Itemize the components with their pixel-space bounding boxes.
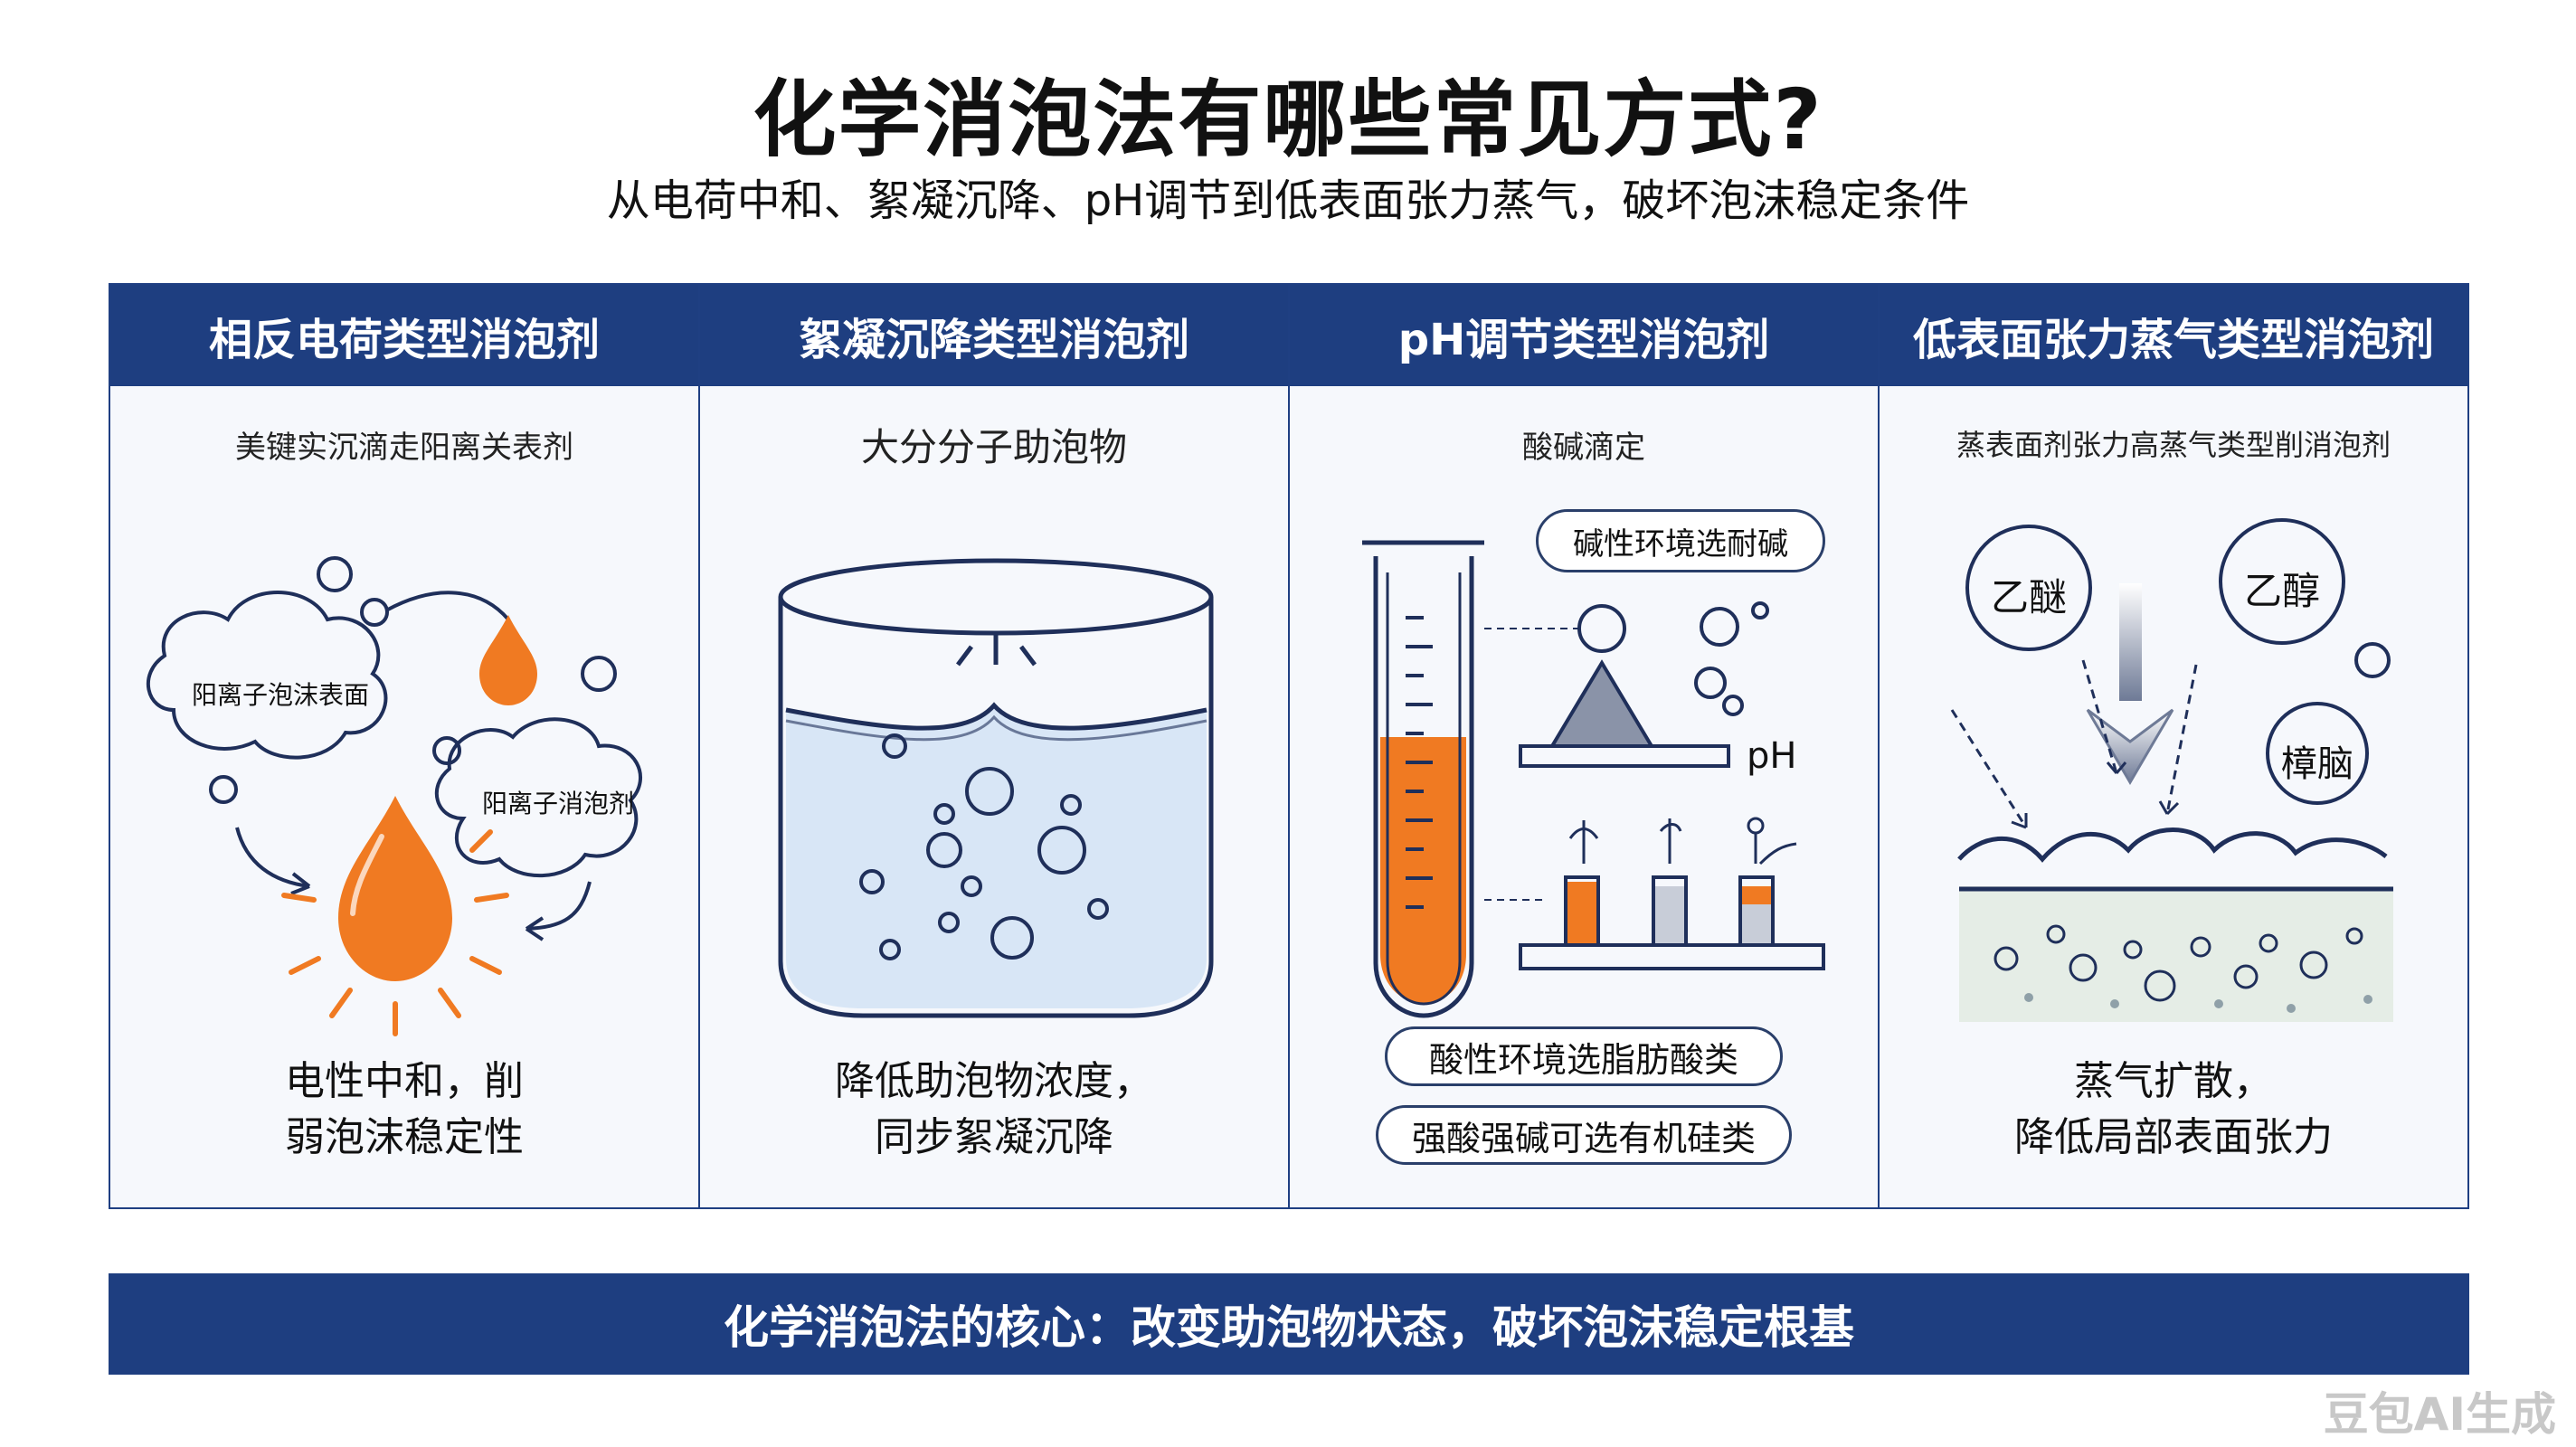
ph-label: pH — [1747, 735, 1797, 777]
panel-opposite-charge: 相反电荷类型消泡剂 美键实沉滴走阳离关表剂 — [110, 285, 700, 1207]
panel-header: 相反电荷类型消泡剂 — [110, 285, 698, 386]
panel-low-tension-vapor: 低表面张力蒸气类型消泡剂 蒸表面剂张力高蒸气类型削消泡剂 — [1880, 285, 2467, 1207]
panel-subheading: 大分分子助泡物 — [860, 425, 1127, 469]
panel-subheading: 美键实沉滴走阳离关表剂 — [235, 430, 573, 466]
panel-subheading: 酸碱滴定 — [1522, 430, 1645, 466]
panel-description: 蒸气扩散， 降低局部表面张力 — [1880, 1054, 2467, 1166]
panel-ph-adjust: pH调节类型消泡剂 酸碱滴定 碱性环境选耐碱 — [1290, 285, 1880, 1207]
desc-line: 同步絮凝沉降 — [875, 1114, 1113, 1160]
panel-description: 降低助泡物浓度， 同步絮凝沉降 — [700, 1054, 1288, 1166]
pill-alkaline: 碱性环境选耐碱 — [1536, 509, 1825, 572]
desc-line: 降低助泡物浓度， — [835, 1058, 1153, 1104]
pill-acidic: 酸性环境选脂肪酸类 — [1385, 1026, 1783, 1086]
panel-description: 电性中和，削 弱泡沫稳定性 — [110, 1054, 698, 1166]
desc-line: 弱泡沫稳定性 — [285, 1114, 524, 1160]
vapor-illustration — [1950, 518, 2393, 1022]
panel-flocculation: 絮凝沉降类型消泡剂 大分分子助泡物 — [700, 285, 1290, 1207]
beaker-illustration — [778, 558, 1214, 1018]
charge-neutralization-illustration — [147, 556, 642, 1036]
desc-line: 电性中和，削 — [285, 1058, 524, 1104]
panel-header: 低表面张力蒸气类型消泡剂 — [1880, 285, 2467, 386]
panel-subheading: 蒸表面剂张力高蒸气类型削消泡剂 — [1956, 428, 2391, 462]
circle-label-ether: 乙醚 — [1990, 575, 2067, 619]
cloud-label-cation-defoamer: 阳离子消泡剂 — [481, 789, 634, 818]
circle-label-ethanol: 乙醇 — [2243, 569, 2320, 613]
page-subtitle: 从电荷中和、絮凝沉降、pH调节到低表面张力蒸气，破坏泡沫稳定条件 — [606, 175, 1970, 226]
footer-banner: 化学消泡法的核心：改变助泡物状态，破坏泡沫稳定根基 — [109, 1273, 2469, 1375]
panel-header: pH调节类型消泡剂 — [1290, 285, 1878, 386]
cloud-label-cation-foam: 阳离子泡沫表面 — [191, 680, 369, 710]
circle-label-camphor: 樟脑 — [2281, 743, 2353, 785]
pill-strong: 强酸强碱可选有机硅类 — [1376, 1105, 1792, 1165]
page-title: 化学消泡法有哪些常见方式? — [753, 71, 1823, 168]
panels-grid: 相反电荷类型消泡剂 美键实沉滴走阳离关表剂 — [109, 283, 2469, 1209]
desc-line: 蒸气扩散， — [2074, 1058, 2273, 1104]
panel-header: 絮凝沉降类型消泡剂 — [700, 285, 1288, 386]
watermark: 豆包AI生成 — [2323, 1388, 2556, 1441]
desc-line: 降低局部表面张力 — [2014, 1114, 2333, 1160]
titration-illustration — [1362, 540, 1825, 1018]
